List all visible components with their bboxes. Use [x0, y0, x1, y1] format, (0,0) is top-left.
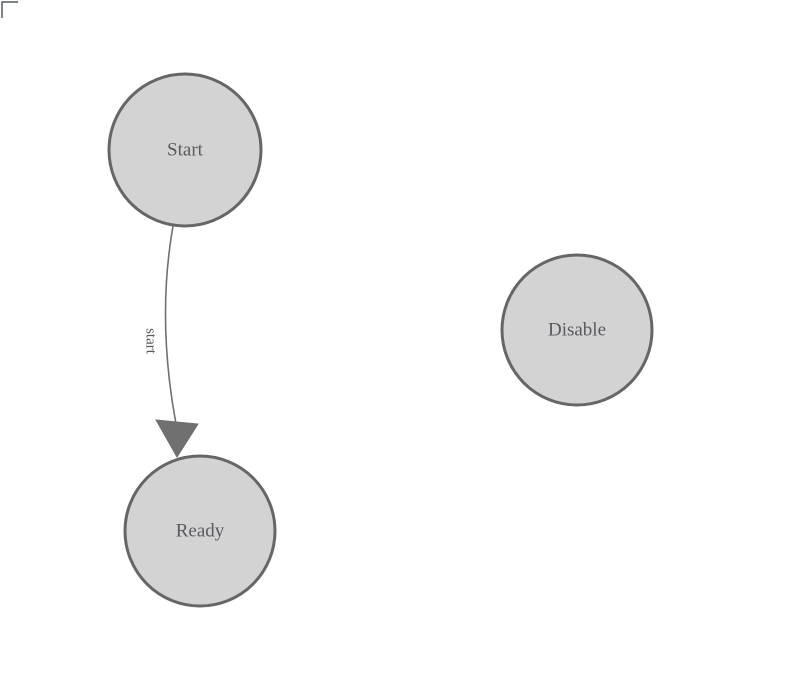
top-left-corner-bracket-icon	[1, 1, 18, 18]
node-start-circle	[107, 72, 263, 228]
arrowhead-icon	[155, 419, 199, 458]
node-ready-circle	[123, 454, 277, 608]
node-disable-label: Disable	[548, 319, 606, 340]
node-disable[interactable]: Disable	[500, 253, 654, 407]
edge-line	[164, 225, 177, 425]
edge-start-to-ready[interactable]: start	[143, 225, 199, 458]
node-start[interactable]: Start	[107, 72, 263, 228]
edge-label-start: start	[143, 328, 159, 355]
node-ready[interactable]: Ready	[123, 454, 277, 608]
node-ready-label: Ready	[176, 520, 225, 541]
node-start-label: Start	[167, 139, 204, 160]
node-disable-circle	[500, 253, 654, 407]
